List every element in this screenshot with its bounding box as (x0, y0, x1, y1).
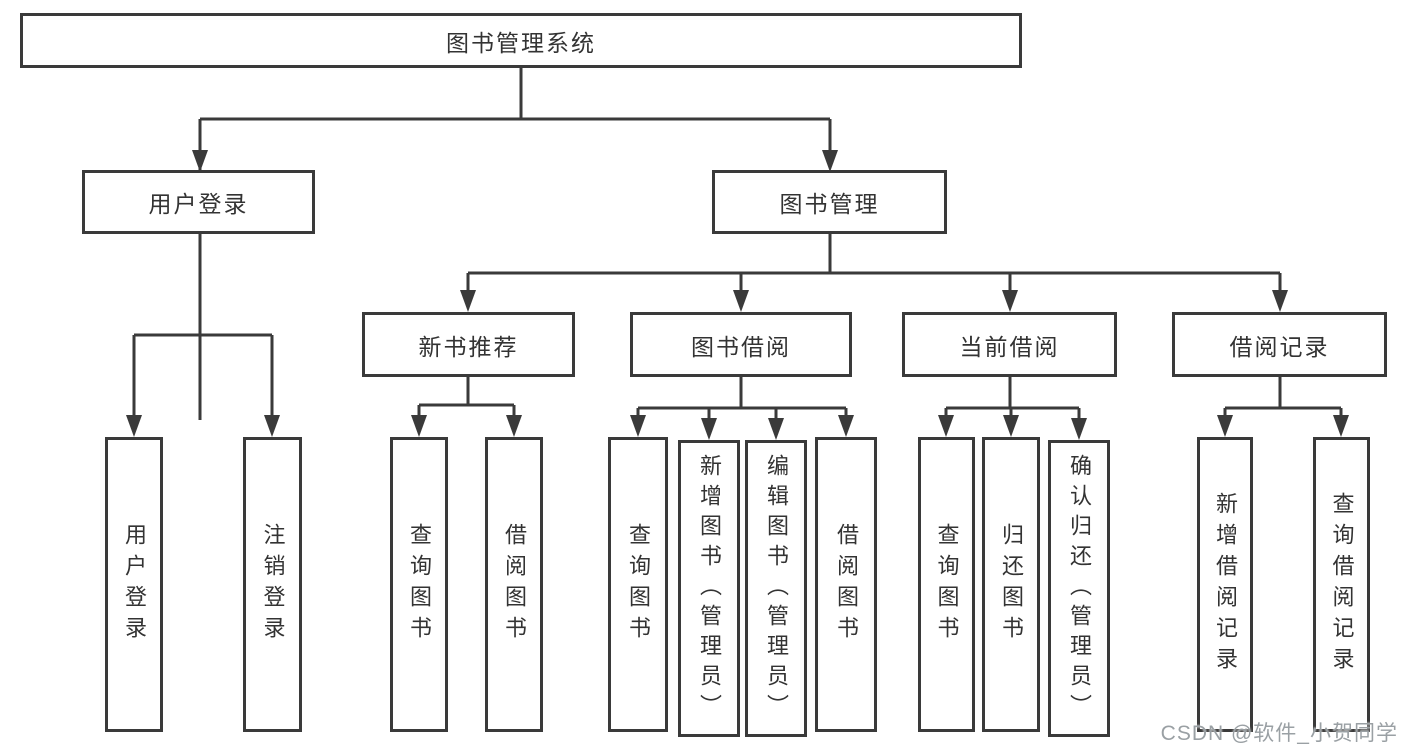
leaf-logout-label: 注销登录 (260, 522, 286, 647)
node-new-book-recommend: 新书推荐 (362, 312, 575, 377)
leaf-borrow-books-2: 借阅图书 (815, 437, 877, 732)
leaf-confirm-return-admin-label: 确认归还（管理员） (1067, 453, 1092, 724)
leaf-query-books-3: 查询图书 (918, 437, 975, 732)
node-borrowing-records-label: 借阅记录 (1229, 333, 1330, 360)
connector-book-borrow-children (636, 377, 848, 426)
leaf-confirm-return-admin: 确认归还（管理员） (1048, 440, 1110, 737)
node-user-login-label: 用户登录 (148, 191, 249, 217)
leaf-edit-book-admin-label: 编辑图书（管理员） (764, 453, 789, 724)
node-root-label: 图书管理系统 (446, 29, 596, 56)
leaf-query-books-3-label: 查询图书 (934, 522, 960, 647)
leaf-user-login-label: 用户登录 (122, 522, 147, 647)
leaf-query-books-1-label: 查询图书 (407, 522, 432, 647)
leaf-add-borrow-record: 新增借阅记录 (1197, 437, 1253, 732)
leaf-query-borrow-record: 查询借阅记录 (1313, 437, 1370, 732)
leaf-add-borrow-record-label: 新增借阅记录 (1213, 491, 1238, 678)
leaf-query-books-1: 查询图书 (390, 437, 448, 732)
connector-borrow-records-children (1223, 377, 1343, 423)
leaf-return-books-label: 归还图书 (999, 522, 1024, 647)
node-book-management-label: 图书管理 (779, 191, 880, 217)
connector-new-books-children (417, 377, 516, 423)
leaf-add-book-admin: 新增图书（管理员） (678, 440, 740, 737)
connector-user-login-children (132, 234, 274, 423)
node-borrowing-records: 借阅记录 (1172, 312, 1387, 377)
leaf-add-book-admin-label: 新增图书（管理员） (697, 453, 722, 724)
leaf-edit-book-admin: 编辑图书（管理员） (745, 440, 807, 737)
node-current-borrowing-label: 当前借阅 (959, 333, 1060, 360)
leaf-query-borrow-record-label: 查询借阅记录 (1329, 491, 1355, 678)
leaf-borrow-books-1: 借阅图书 (485, 437, 543, 732)
leaf-borrow-books-2-label: 借阅图书 (834, 522, 859, 647)
node-user-login: 用户登录 (82, 170, 315, 234)
leaf-logout: 注销登录 (243, 437, 302, 732)
node-book-borrowing-label: 图书借阅 (691, 333, 791, 360)
leaf-return-books: 归还图书 (982, 437, 1040, 732)
node-book-management: 图书管理 (712, 170, 947, 234)
node-current-borrowing: 当前借阅 (902, 312, 1117, 377)
node-new-book-recommend-label: 新书推荐 (418, 333, 519, 360)
leaf-query-books-2-label: 查询图书 (626, 522, 651, 647)
node-root: 图书管理系统 (20, 13, 1022, 68)
leaf-query-books-2: 查询图书 (608, 437, 668, 732)
csdn-watermark: CSDN @软件_小贺同学 (1160, 722, 1398, 745)
leaf-user-login: 用户登录 (105, 437, 163, 732)
node-book-borrowing: 图书借阅 (630, 312, 852, 377)
connector-book-mgmt-children (466, 234, 1282, 298)
arrowheads (126, 150, 1349, 440)
leaf-borrow-books-1-label: 借阅图书 (502, 522, 527, 647)
